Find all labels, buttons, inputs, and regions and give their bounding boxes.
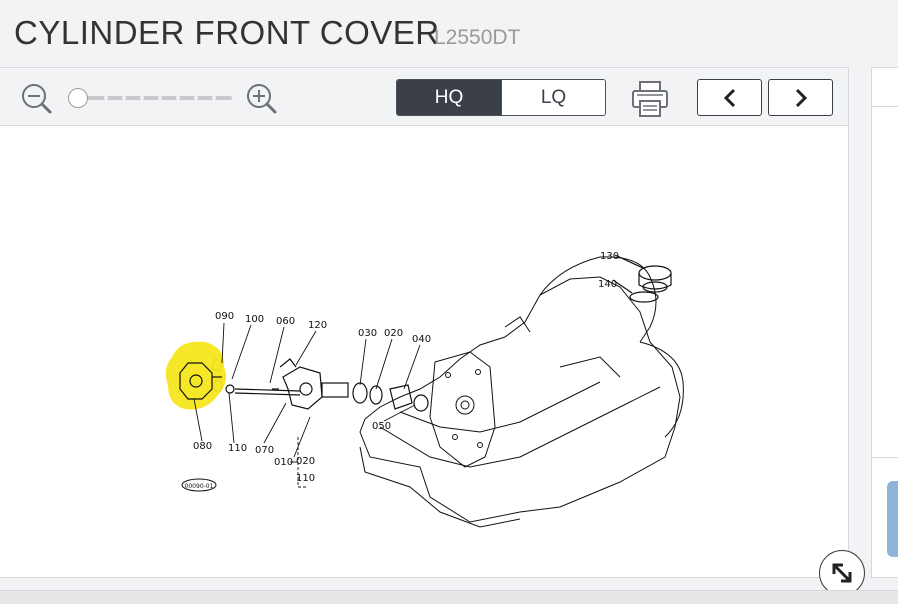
- part-label: 020: [384, 328, 403, 339]
- part-label: 060: [276, 316, 295, 327]
- part-label: 030: [358, 328, 377, 339]
- title-bar: CYLINDER FRONT COVER L2550DT: [0, 0, 898, 66]
- chevron-left-icon: [723, 88, 735, 107]
- part-label: 100: [245, 314, 264, 325]
- slider-tick: [104, 96, 108, 100]
- zoom-slider-track: [74, 96, 232, 100]
- slider-tick: [140, 96, 144, 100]
- bottom-strip: [0, 590, 898, 604]
- part-label: 020: [296, 456, 315, 467]
- side-divider: [872, 106, 898, 107]
- part-label: 010: [274, 457, 293, 468]
- side-divider: [872, 457, 898, 458]
- part-label: 130: [600, 251, 619, 262]
- page-title: CYLINDER FRONT COVER: [14, 14, 440, 51]
- model-label: L2550DT: [434, 26, 521, 49]
- housing-body: [359, 276, 681, 523]
- viewer-toolbar: HQ LQ: [0, 68, 848, 126]
- part-label: 050: [372, 421, 391, 432]
- parts-diagram[interactable]: 130 140 090 100 060 120 030 020 040 050 …: [0, 127, 848, 578]
- housing-inner-line: [379, 386, 661, 468]
- slider-tick: [176, 96, 180, 100]
- part-label: 070: [255, 445, 274, 456]
- zoom-slider-thumb[interactable]: [68, 88, 88, 108]
- slider-tick: [122, 96, 126, 100]
- diagram-viewer: HQ LQ: [0, 67, 849, 578]
- zoom-slider[interactable]: [68, 87, 234, 109]
- part-label: 080: [193, 441, 212, 452]
- side-panel-tab[interactable]: [887, 481, 898, 557]
- quality-hq-button[interactable]: HQ: [397, 80, 501, 115]
- chevron-right-icon: [795, 88, 807, 107]
- part-label: 040: [412, 334, 431, 345]
- figure-code-badge: 00090-01: [181, 478, 217, 492]
- part-label: 090: [215, 311, 234, 322]
- part-label: 110: [296, 473, 315, 484]
- housing-right-bulge: [639, 341, 684, 438]
- expand-diagonal-icon: [832, 563, 852, 583]
- slider-tick: [212, 96, 216, 100]
- part-label: 110: [228, 443, 247, 454]
- slider-tick: [194, 96, 198, 100]
- quality-lq-button[interactable]: LQ: [501, 80, 605, 115]
- zoom-out-icon[interactable]: [20, 82, 52, 114]
- slider-tick: [158, 96, 162, 100]
- previous-button[interactable]: [697, 79, 762, 116]
- cover-plate: [429, 351, 496, 468]
- side-panel: [871, 67, 898, 578]
- printer-icon[interactable]: [630, 80, 670, 118]
- housing-lower-edge: [359, 446, 521, 528]
- quality-toggle: HQ LQ: [396, 79, 606, 116]
- fullscreen-button[interactable]: [819, 550, 865, 596]
- next-button[interactable]: [768, 79, 833, 116]
- part-label: 140: [598, 279, 617, 290]
- housing-inner-line: [399, 381, 601, 433]
- housing-top-cylinder: [539, 256, 657, 343]
- part-label: 120: [308, 320, 327, 331]
- zoom-in-icon[interactable]: [245, 82, 277, 114]
- figure-code: 00090-01: [185, 483, 214, 490]
